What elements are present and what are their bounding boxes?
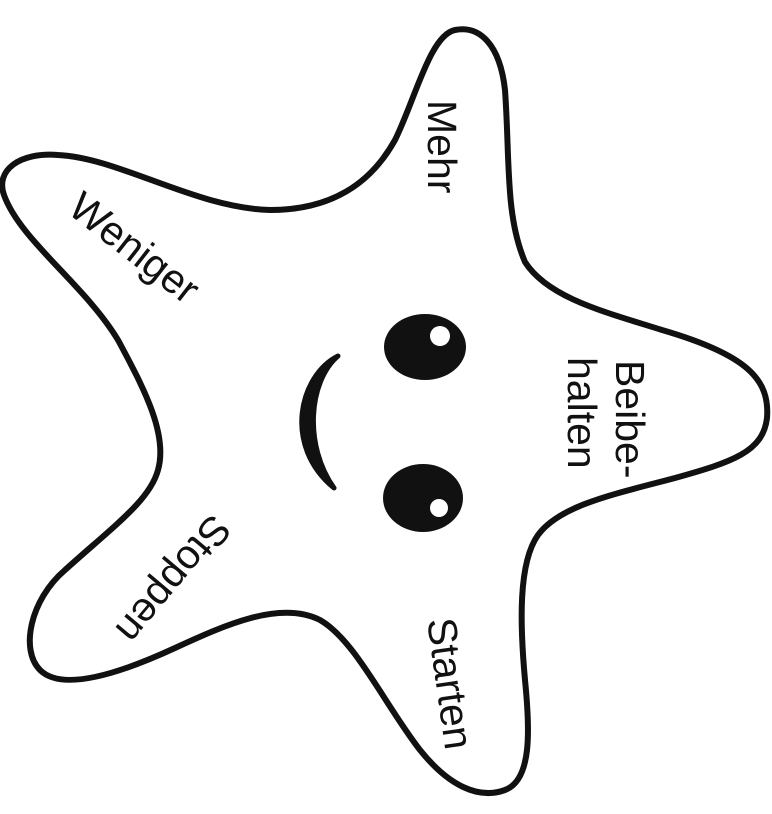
label-right-arm-line2: halten xyxy=(559,357,605,469)
lower-eye-highlight xyxy=(430,499,448,517)
upper-eye-highlight xyxy=(430,326,450,346)
label-top-arm: Mehr xyxy=(419,100,465,193)
lower-eye xyxy=(383,464,463,532)
label-right-arm-line1: Beibe- xyxy=(607,360,653,479)
upper-eye xyxy=(384,314,466,380)
